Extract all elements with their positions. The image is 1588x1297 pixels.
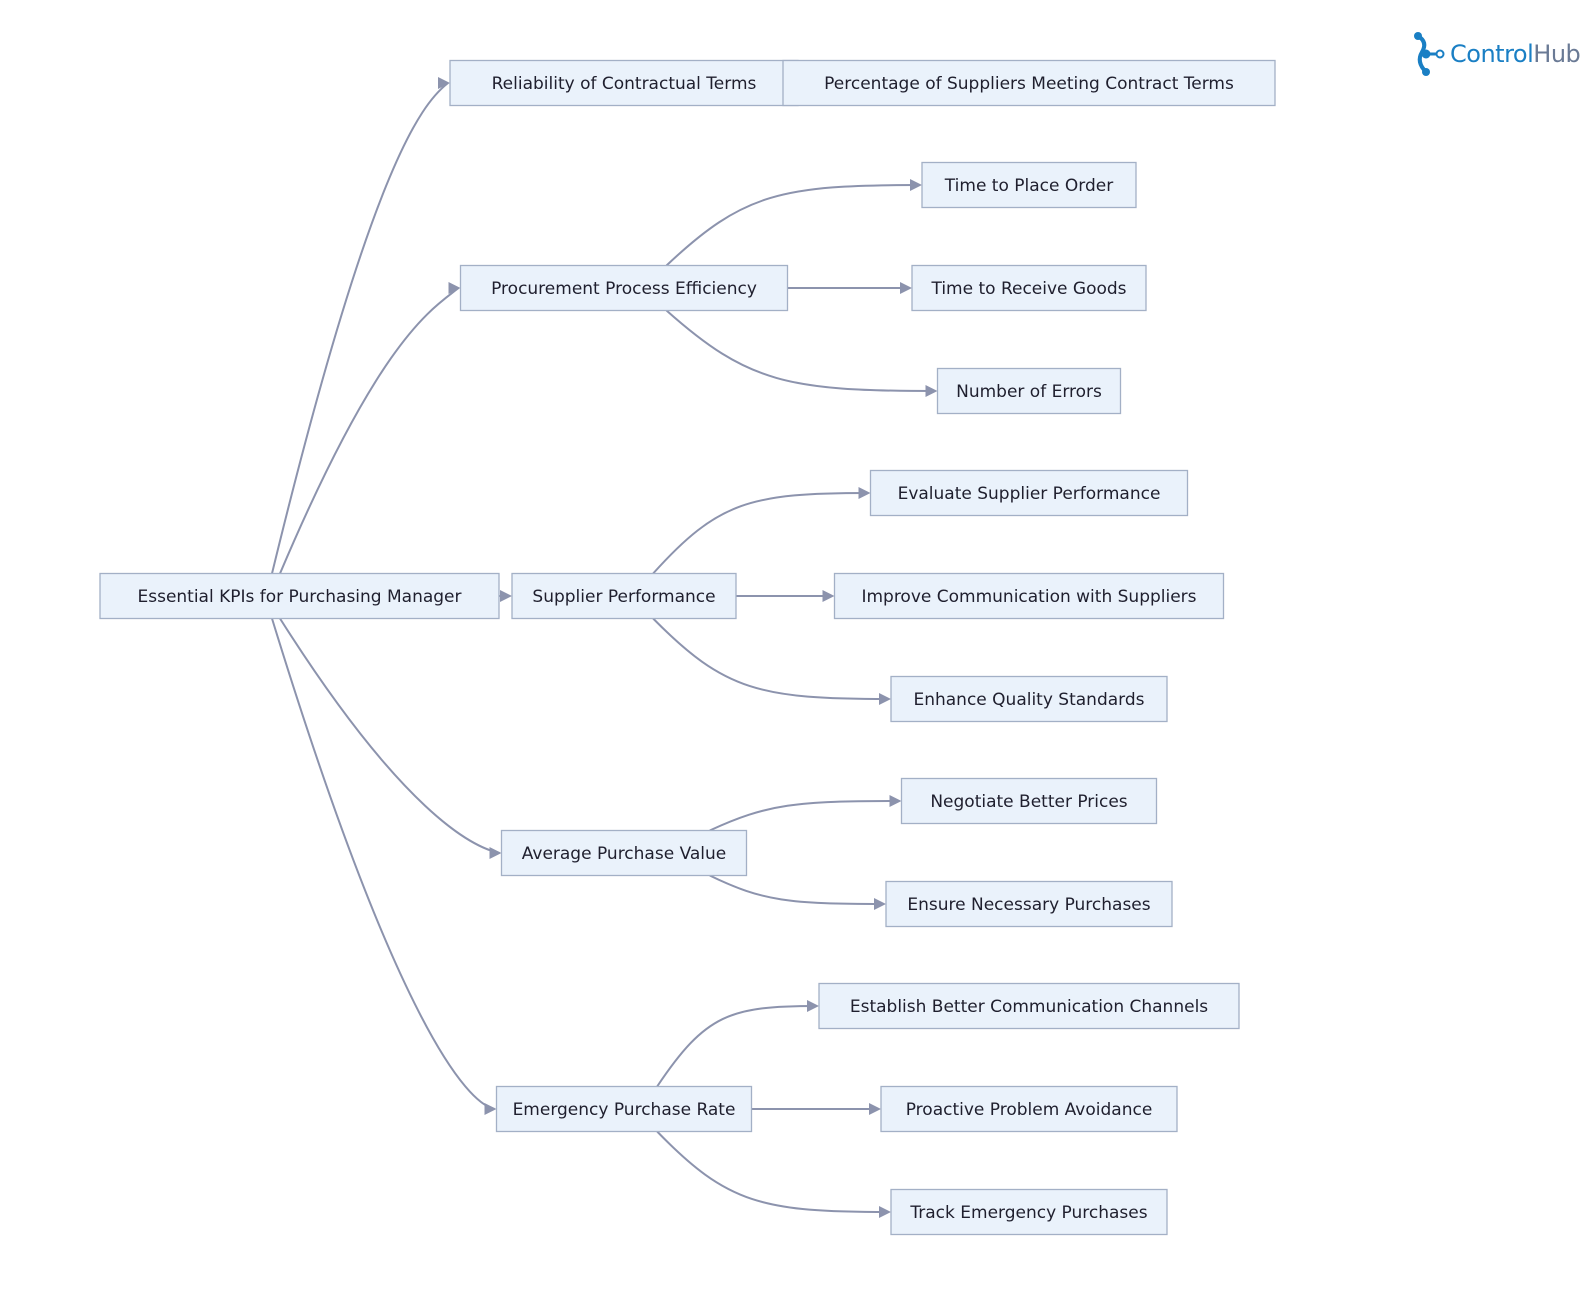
edge-procurement-process-efficiency-to-time-to-place-order bbox=[665, 184, 921, 267]
edge-root-to-average-purchase-value-arrowhead bbox=[489, 847, 502, 859]
leaf-node-ensure-necessary-purchases-label: Ensure Necessary Purchases bbox=[907, 895, 1150, 915]
edge-average-purchase-value-to-ensure-necessary-purchases-arrowhead bbox=[874, 898, 886, 910]
network-node-icon bbox=[1414, 32, 1445, 76]
leaf-node-percentage-of-suppliers-meeting-contract-terms: Percentage of Suppliers Meeting Contract… bbox=[782, 59, 1276, 107]
leaf-node-improve-communication-with-suppliers: Improve Communication with Suppliers bbox=[833, 572, 1225, 620]
branch-node-reliability-of-contractual-terms-label: Reliability of Contractual Terms bbox=[492, 74, 757, 94]
edge-root-to-supplier-performance-arrowhead bbox=[500, 590, 512, 602]
leaf-node-ensure-necessary-purchases: Ensure Necessary Purchases bbox=[885, 880, 1173, 928]
edge-root-to-emergency-purchase-rate-arrowhead bbox=[484, 1103, 497, 1115]
edge-supplier-performance-to-improve-communication-with-suppliers-arrowhead bbox=[822, 590, 835, 602]
branch-node-emergency-purchase-rate-box bbox=[495, 1085, 753, 1133]
leaf-node-percentage-of-suppliers-meeting-contract-terms-box bbox=[782, 59, 1276, 107]
edge-supplier-performance-to-enhance-quality-standards bbox=[652, 617, 890, 700]
edge-supplier-performance-to-evaluate-supplier-performance bbox=[652, 492, 869, 575]
edge-emergency-purchase-rate-to-proactive-problem-avoidance-arrowhead bbox=[869, 1103, 881, 1115]
branch-node-procurement-process-efficiency-box bbox=[459, 264, 789, 312]
nodes-layer: Essential KPIs for Purchasing Manager Rel… bbox=[99, 59, 1276, 1236]
leaf-node-enhance-quality-standards: Enhance Quality Standards bbox=[890, 675, 1168, 723]
branch-node-supplier-performance-label: Supplier Performance bbox=[532, 587, 715, 607]
branch-node-average-purchase-value: Average Purchase Value bbox=[500, 829, 748, 877]
leaf-node-number-of-errors-label: Number of Errors bbox=[956, 382, 1102, 402]
controlhub-logo: ControlHub bbox=[1412, 32, 1581, 76]
edges-layer bbox=[271, 77, 938, 1218]
branch-node-reliability-of-contractual-terms-box bbox=[449, 59, 799, 107]
edge-average-purchase-value-to-ensure-necessary-purchases bbox=[709, 874, 885, 905]
edge-supplier-performance-to-evaluate-supplier-performance-arrowhead bbox=[858, 487, 871, 499]
leaf-node-time-to-place-order-box bbox=[921, 161, 1137, 209]
leaf-node-establish-better-communication-channels-label: Establish Better Communication Channels bbox=[850, 997, 1208, 1017]
edge-root-to-emergency-purchase-rate bbox=[271, 618, 495, 1110]
leaf-node-time-to-place-order: Time to Place Order bbox=[921, 161, 1137, 209]
leaf-node-improve-communication-with-suppliers-label: Improve Communication with Suppliers bbox=[861, 587, 1196, 607]
branch-node-procurement-process-efficiency-label: Procurement Process Efficiency bbox=[491, 279, 757, 299]
leaf-node-number-of-errors-box bbox=[936, 367, 1122, 415]
leaf-node-track-emergency-purchases-box bbox=[890, 1188, 1168, 1236]
edge-emergency-purchase-rate-to-track-emergency-purchases-arrowhead bbox=[879, 1206, 891, 1218]
branch-node-average-purchase-value-label: Average Purchase Value bbox=[522, 844, 727, 864]
leaf-node-negotiate-better-prices-box bbox=[900, 777, 1158, 825]
edge-procurement-process-efficiency-to-number-of-errors bbox=[665, 309, 936, 392]
edge-average-purchase-value-to-negotiate-better-prices-arrowhead bbox=[889, 795, 902, 807]
leaf-node-percentage-of-suppliers-meeting-contract-terms-label: Percentage of Suppliers Meeting Contract… bbox=[824, 74, 1234, 94]
edge-emergency-purchase-rate-to-track-emergency-purchases bbox=[656, 1130, 890, 1213]
logo-word-control: Control bbox=[1450, 40, 1534, 68]
branch-node-reliability-of-contractual-terms: Reliability of Contractual Terms bbox=[449, 59, 799, 107]
leaf-node-establish-better-communication-channels-box bbox=[818, 982, 1240, 1030]
leaf-node-evaluate-supplier-performance-box bbox=[869, 469, 1189, 517]
edge-root-to-procurement-process-efficiency bbox=[279, 287, 460, 574]
leaf-node-evaluate-supplier-performance-label: Evaluate Supplier Performance bbox=[898, 484, 1161, 504]
branch-node-emergency-purchase-rate-label: Emergency Purchase Rate bbox=[513, 1100, 736, 1120]
leaf-node-proactive-problem-avoidance: Proactive Problem Avoidance bbox=[880, 1085, 1178, 1133]
leaf-node-track-emergency-purchases: Track Emergency Purchases bbox=[890, 1188, 1168, 1236]
leaf-node-evaluate-supplier-performance: Evaluate Supplier Performance bbox=[869, 469, 1189, 517]
leaf-node-improve-communication-with-suppliers-box bbox=[833, 572, 1225, 620]
leaf-node-time-to-receive-goods-label: Time to Receive Goods bbox=[930, 279, 1126, 299]
edge-procurement-process-efficiency-to-time-to-place-order-arrowhead bbox=[910, 179, 922, 191]
edge-root-to-average-purchase-value bbox=[279, 617, 500, 854]
root-node-box bbox=[99, 572, 500, 620]
leaf-node-track-emergency-purchases-label: Track Emergency Purchases bbox=[909, 1203, 1147, 1223]
logo-wordmark: ControlHub bbox=[1450, 40, 1581, 68]
branch-node-emergency-purchase-rate: Emergency Purchase Rate bbox=[495, 1085, 753, 1133]
leaf-node-time-to-receive-goods: Time to Receive Goods bbox=[911, 264, 1147, 312]
leaf-node-negotiate-better-prices-label: Negotiate Better Prices bbox=[930, 792, 1127, 812]
edge-emergency-purchase-rate-to-establish-better-communication-channels bbox=[656, 1005, 818, 1088]
leaf-node-proactive-problem-avoidance-label: Proactive Problem Avoidance bbox=[906, 1100, 1153, 1120]
logo-word-hub: Hub bbox=[1533, 40, 1581, 68]
branch-node-supplier-performance: Supplier Performance bbox=[511, 572, 737, 620]
leaf-node-time-to-receive-goods-box bbox=[911, 264, 1147, 312]
edge-procurement-process-efficiency-to-number-of-errors-arrowhead bbox=[925, 385, 938, 397]
root-node-label: Essential KPIs for Purchasing Manager bbox=[137, 587, 461, 607]
edge-root-to-reliability-of-contractual-terms-arrowhead bbox=[438, 77, 450, 89]
leaf-node-proactive-problem-avoidance-box bbox=[880, 1085, 1178, 1133]
leaf-node-number-of-errors: Number of Errors bbox=[936, 367, 1122, 415]
leaf-node-establish-better-communication-channels: Establish Better Communication Channels bbox=[818, 982, 1240, 1030]
leaf-node-enhance-quality-standards-box bbox=[890, 675, 1168, 723]
leaf-node-enhance-quality-standards-label: Enhance Quality Standards bbox=[913, 690, 1144, 710]
edge-root-to-procurement-process-efficiency-arrowhead bbox=[448, 282, 461, 294]
edge-procurement-process-efficiency-to-time-to-receive-goods-arrowhead bbox=[900, 282, 912, 294]
branch-node-supplier-performance-box bbox=[511, 572, 737, 620]
edge-emergency-purchase-rate-to-establish-better-communication-channels-arrowhead bbox=[807, 1000, 819, 1012]
edge-supplier-performance-to-enhance-quality-standards-arrowhead bbox=[879, 693, 891, 705]
leaf-node-ensure-necessary-purchases-box bbox=[885, 880, 1173, 928]
branch-node-procurement-process-efficiency: Procurement Process Efficiency bbox=[459, 264, 789, 312]
leaf-node-time-to-place-order-label: Time to Place Order bbox=[944, 176, 1113, 196]
edge-average-purchase-value-to-negotiate-better-prices bbox=[709, 800, 900, 832]
root-node: Essential KPIs for Purchasing Manager bbox=[99, 572, 500, 620]
branch-node-average-purchase-value-box bbox=[500, 829, 748, 877]
edge-root-to-reliability-of-contractual-terms bbox=[271, 82, 449, 574]
leaf-node-negotiate-better-prices: Negotiate Better Prices bbox=[900, 777, 1158, 825]
